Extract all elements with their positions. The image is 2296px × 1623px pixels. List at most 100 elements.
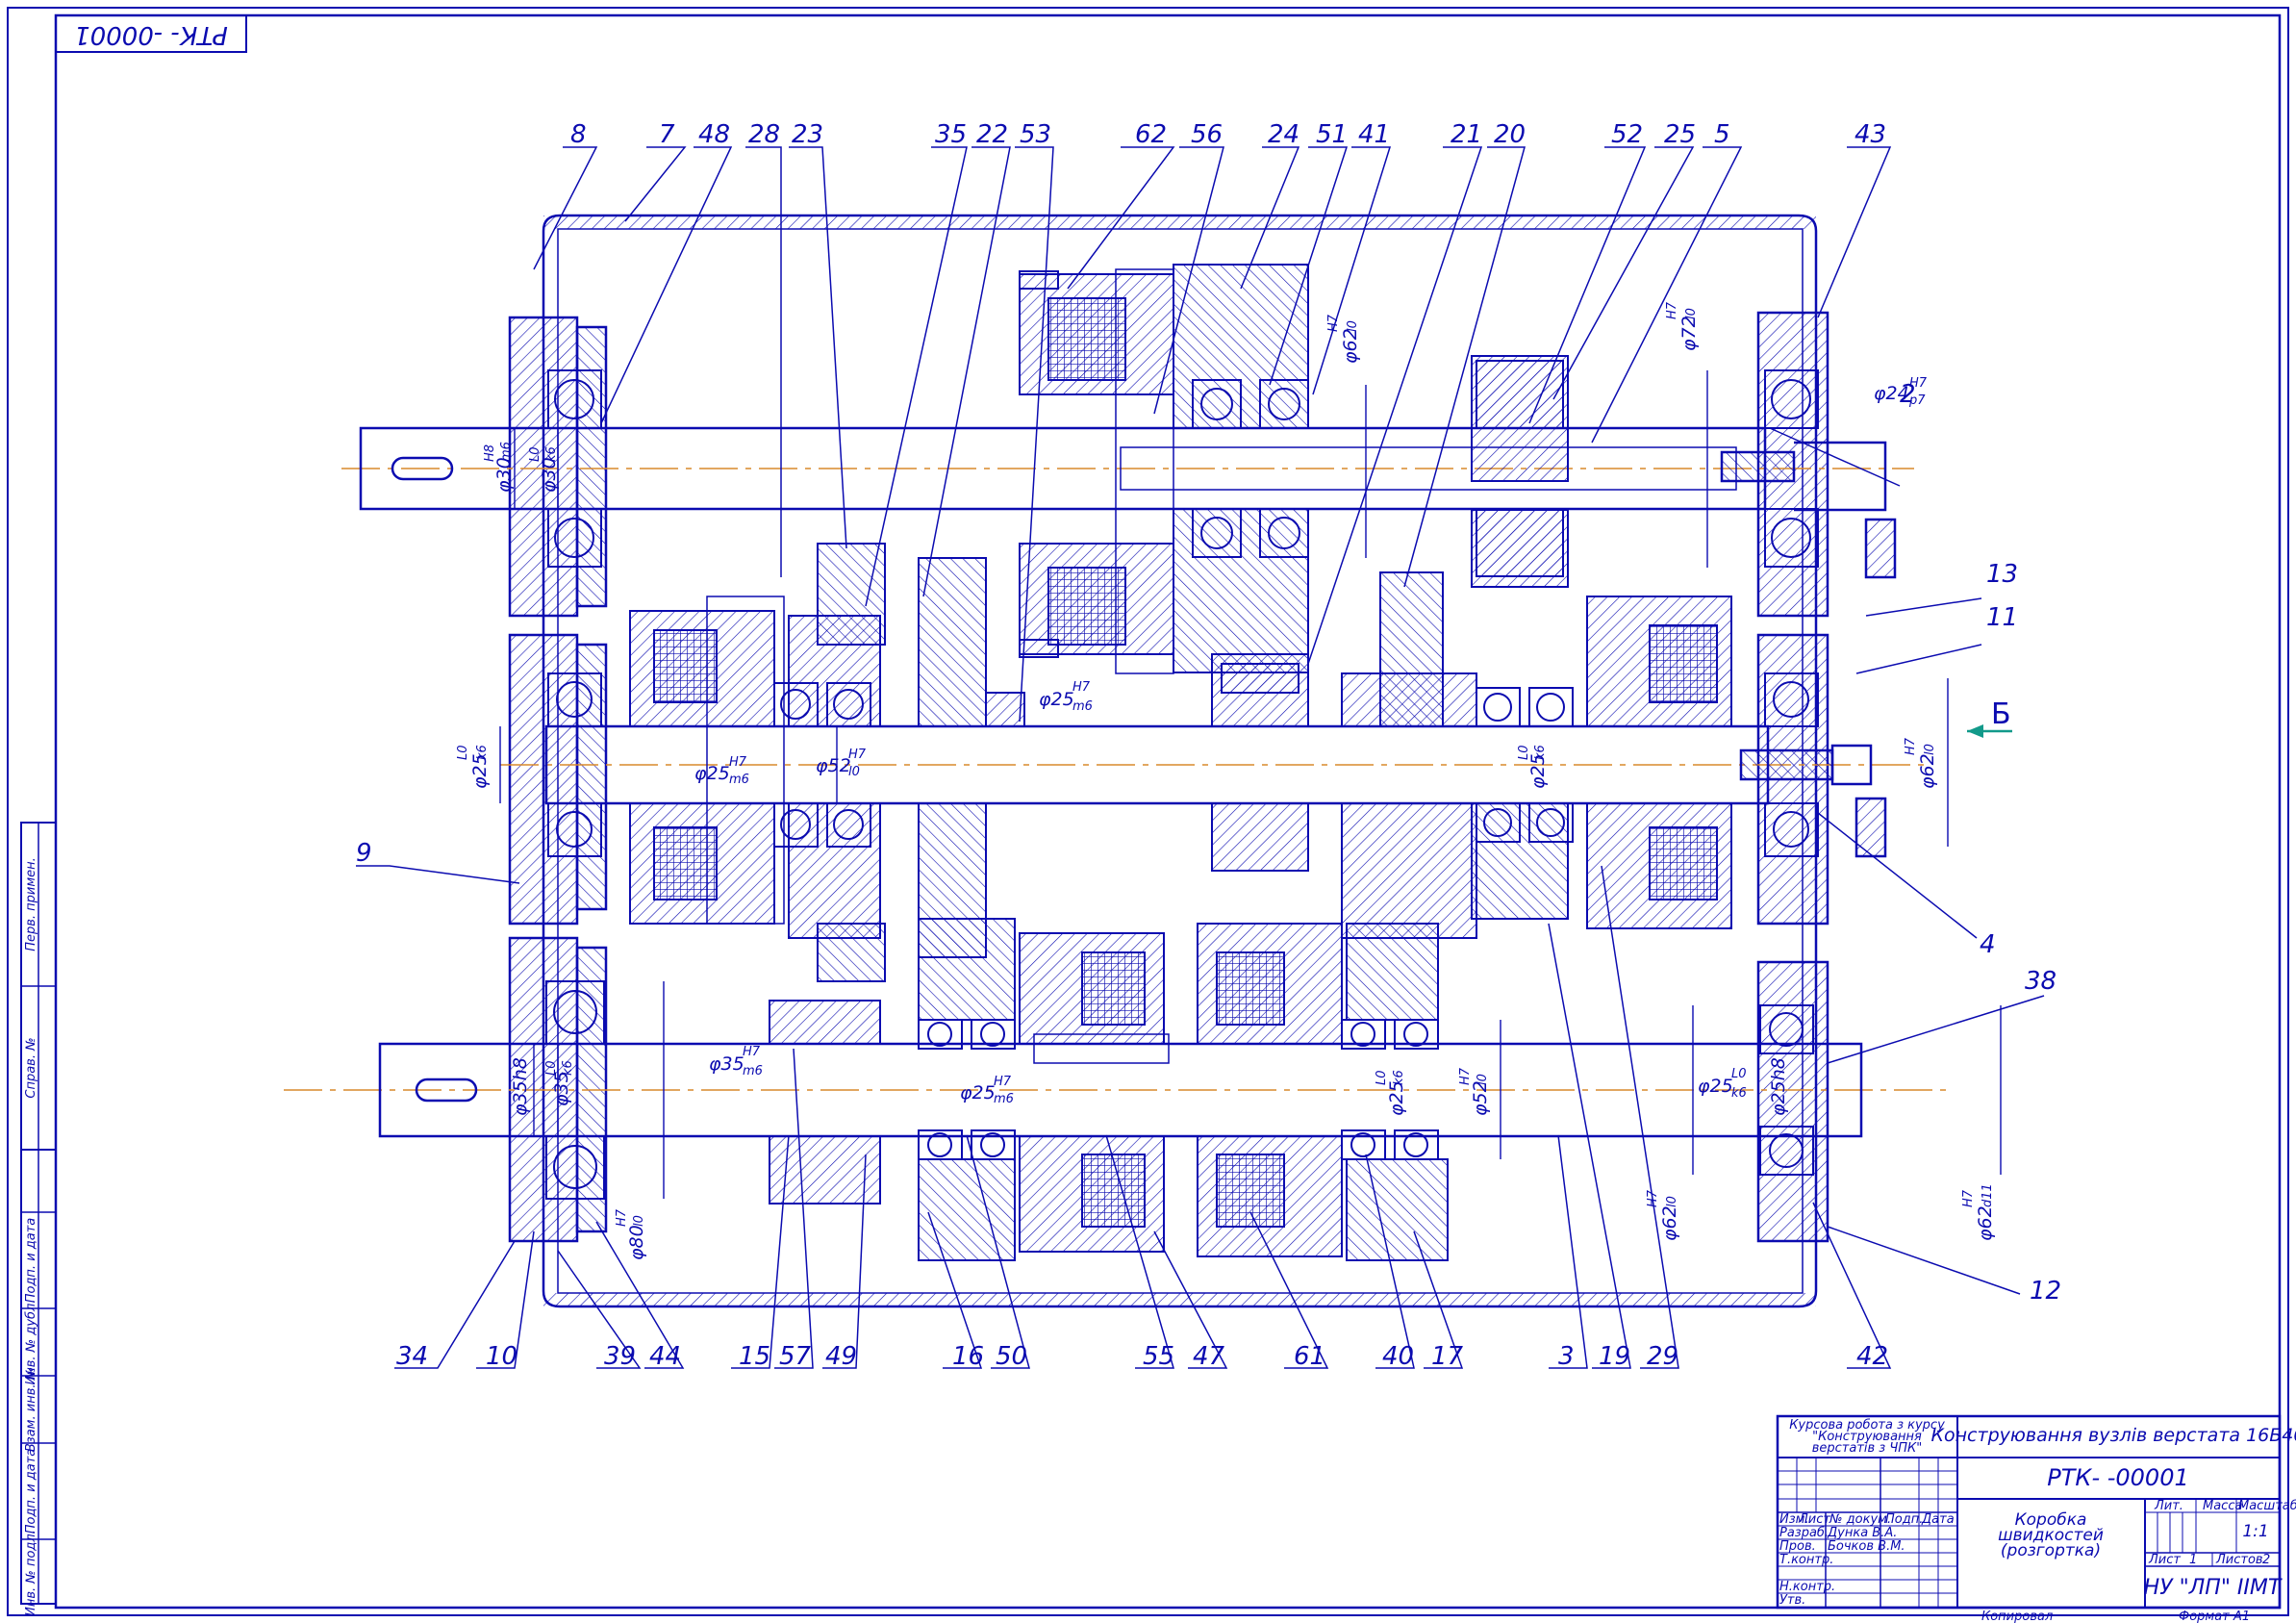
callout-label: 53 bbox=[1020, 120, 1051, 149]
dimension-text: H7 bbox=[1665, 301, 1679, 319]
dimension-text: φ35h8 bbox=[510, 1057, 531, 1116]
callout-label: 42 bbox=[1856, 1342, 1888, 1371]
callout-label: 57 bbox=[779, 1342, 812, 1371]
dimension-text: φ25 bbox=[469, 753, 491, 789]
dimension-text: H7 bbox=[1904, 737, 1918, 755]
dimension-text: m6 bbox=[729, 773, 749, 787]
dimension-text: l0 bbox=[1476, 1074, 1490, 1085]
callout-label: 47 bbox=[1193, 1342, 1225, 1371]
dimension-text: φ25 bbox=[1039, 689, 1074, 710]
tb-format-value: А1 bbox=[2233, 1610, 2250, 1623]
callout-label: 8 bbox=[570, 120, 587, 149]
dimension-text: φ30 bbox=[539, 457, 560, 493]
callout-label: 19 bbox=[1599, 1342, 1630, 1371]
callout-label: 2 bbox=[1900, 380, 1916, 409]
strip-label: Справ. № bbox=[24, 1037, 38, 1098]
dimension-text: H7 bbox=[994, 1075, 1012, 1089]
clutch-bottom bbox=[769, 918, 1449, 1261]
dimension-text: φ80 bbox=[626, 1225, 647, 1260]
dimension-text: φ72 bbox=[1678, 316, 1700, 351]
dimension-text: φ62 bbox=[1659, 1205, 1680, 1241]
housing bbox=[508, 214, 1829, 1308]
view-mark-label: Б bbox=[1991, 697, 2011, 731]
dimension-text: l0 bbox=[1923, 744, 1937, 755]
dimension-text: d11 bbox=[1981, 1183, 1995, 1207]
dimension-text: φ25h8 bbox=[1768, 1057, 1789, 1116]
dimension-text: φ25 bbox=[1698, 1076, 1733, 1097]
callout-label: 20 bbox=[1494, 120, 1526, 149]
dimension-text: H7 bbox=[1326, 314, 1341, 332]
callout-label: 22 bbox=[976, 120, 1008, 149]
callout-label: 52 bbox=[1611, 120, 1643, 149]
dimension-text: l0 bbox=[1346, 320, 1360, 332]
top-stamp: РТК- -00001 bbox=[55, 14, 247, 53]
tb-person: Дунка В.А. bbox=[1827, 1526, 1897, 1540]
dimension-text: l0 bbox=[632, 1215, 646, 1227]
callout-label: 15 bbox=[739, 1342, 770, 1371]
dimension-text: H7 bbox=[1072, 680, 1091, 695]
tb-head-col: № докум. bbox=[1829, 1512, 1891, 1527]
callout-label: 4 bbox=[1980, 930, 1996, 959]
tb-head-col: Дата bbox=[1921, 1512, 1955, 1527]
callout-label: 23 bbox=[792, 120, 823, 149]
callout-label: 11 bbox=[1986, 603, 2018, 632]
tb-sheet-label: Лист bbox=[2148, 1553, 2181, 1567]
dimension-text: H7 bbox=[743, 1045, 761, 1059]
tb-role: Т.контр. bbox=[1779, 1553, 1833, 1567]
dimension-text: L0 bbox=[528, 446, 542, 462]
dimension-text: L0 bbox=[1517, 745, 1531, 760]
title-block-text: Курсова робота з курсу "Конструювання ве… bbox=[1779, 1418, 2296, 1623]
callouts bbox=[356, 146, 2045, 1369]
tb-name-line: швидкостей bbox=[1998, 1526, 2104, 1545]
tb-sheets-value: 2 bbox=[2262, 1553, 2270, 1567]
dimension-text: H7 bbox=[729, 755, 747, 770]
view-marker: Б bbox=[1967, 697, 2012, 738]
dimension-text: k6 bbox=[1533, 745, 1548, 760]
dimension-text: L0 bbox=[1731, 1067, 1747, 1081]
dimension-lines bbox=[499, 370, 2002, 1199]
callout-label: 48 bbox=[698, 120, 730, 149]
callout-label: 24 bbox=[1268, 120, 1299, 149]
dimension-text: H8 bbox=[483, 444, 497, 462]
callout-label: 7 bbox=[659, 120, 675, 149]
callout-label: 62 bbox=[1135, 120, 1167, 149]
shaft-input bbox=[359, 426, 1897, 579]
callout-label: 28 bbox=[748, 120, 780, 149]
strip-label: Инв. № подл. bbox=[24, 1530, 38, 1616]
dimension-text: H7 bbox=[1458, 1067, 1473, 1085]
tb-head-col: Лист bbox=[1798, 1512, 1830, 1527]
dimension-text: L0 bbox=[1375, 1070, 1389, 1085]
dimension-text: φ62 bbox=[1975, 1205, 1996, 1241]
tb-scale-value: 1:1 bbox=[2242, 1522, 2268, 1541]
callout-label: 12 bbox=[2030, 1277, 2061, 1306]
tb-name-line: Коробка bbox=[2015, 1510, 2087, 1530]
callout-label: 49 bbox=[825, 1342, 857, 1371]
dimension-text: φ35 bbox=[551, 1071, 572, 1106]
dimension-text: k6 bbox=[475, 745, 490, 760]
strip-label: Перв. примен. bbox=[24, 857, 38, 951]
top-stamp-text: РТК- -00001 bbox=[74, 20, 228, 49]
tb-role: Утв. bbox=[1779, 1593, 1805, 1608]
dimension-text: φ25 bbox=[694, 763, 730, 784]
callout-label: 5 bbox=[1714, 120, 1730, 149]
callout-label: 56 bbox=[1191, 120, 1223, 149]
callout-label: 29 bbox=[1647, 1342, 1678, 1371]
dimension-text: m6 bbox=[743, 1064, 763, 1078]
callout-label: 34 bbox=[396, 1342, 428, 1371]
dimension-text: φ24 bbox=[1874, 383, 1909, 404]
tb-note: Курсова робота з курсу bbox=[1789, 1418, 1945, 1433]
callout-label: 3 bbox=[1558, 1342, 1575, 1371]
dimension-text: φ25 bbox=[960, 1082, 996, 1103]
dimension-text: φ62 bbox=[1340, 328, 1361, 364]
callout-label: 39 bbox=[604, 1342, 636, 1371]
strip-label: Подп. и дата bbox=[24, 1218, 38, 1304]
callout-label: 16 bbox=[952, 1342, 984, 1371]
callout-label: 50 bbox=[996, 1342, 1027, 1371]
callout-label: 43 bbox=[1854, 120, 1886, 149]
dimension-text: k6 bbox=[1731, 1086, 1747, 1101]
tb-sheets-label: Листов bbox=[2215, 1553, 2263, 1567]
callout-label: 13 bbox=[1986, 560, 2018, 589]
callout-label: 10 bbox=[486, 1342, 517, 1371]
strip-label: Подп. и дата bbox=[24, 1449, 38, 1534]
